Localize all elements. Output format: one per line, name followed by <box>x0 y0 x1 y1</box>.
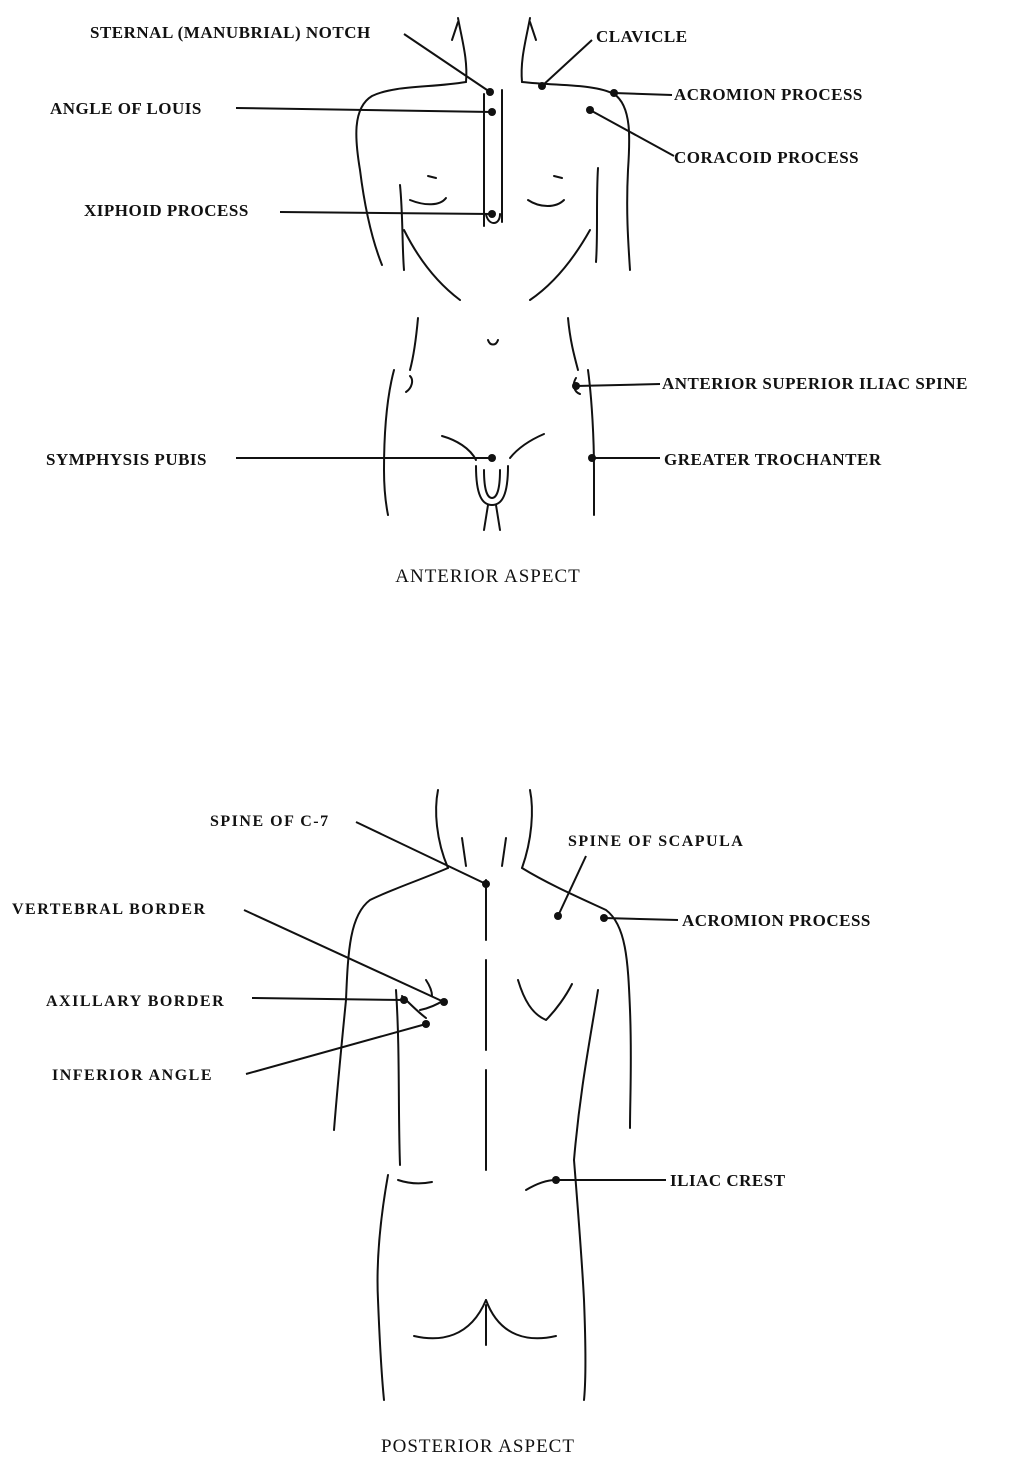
label-spine-of-c7: SPINE OF C-7 <box>210 813 330 830</box>
vertebral-border-dot <box>440 998 448 1006</box>
anterior-body-outline <box>356 18 630 530</box>
label-xiphoid-process: XIPHOID PROCESS <box>84 201 249 220</box>
label-greater-trochanter: GREATER TROCHANTER <box>664 450 882 469</box>
asis-dot <box>572 382 580 390</box>
iliac-crest-dot <box>552 1176 560 1184</box>
angle-of-louis-dot <box>488 108 496 116</box>
label-symphysis-pubis: SYMPHYSIS PUBIS <box>46 450 207 469</box>
spine-of-c7-dot <box>482 880 490 888</box>
label-axillary-border: AXILLARY BORDER <box>46 993 225 1010</box>
label-vertebral-border: VERTEBRAL BORDER <box>12 901 207 918</box>
label-spine-of-scapula: SPINE OF SCAPULA <box>568 833 744 850</box>
label-angle-of-louis: ANGLE OF LOUIS <box>50 99 202 118</box>
posterior-figure: SPINE OF C-7 SPINE OF SCAPULA VERTEBRAL … <box>12 790 871 1457</box>
caption-anterior: ANTERIOR ASPECT <box>395 566 581 587</box>
anterior-figure: STERNAL (MANUBRIAL) NOTCH CLAVICLE ANGLE… <box>46 18 968 587</box>
label-inferior-angle: INFERIOR ANGLE <box>52 1067 213 1084</box>
label-sternal-notch: STERNAL (MANUBRIAL) NOTCH <box>90 23 371 42</box>
label-acromion-process-anterior: ACROMION PROCESS <box>674 85 863 104</box>
acromion-process-posterior-dot <box>600 914 608 922</box>
acromion-process-dot <box>610 89 618 97</box>
anterior-leaders <box>236 34 674 458</box>
axillary-border-dot <box>400 996 408 1004</box>
xiphoid-process-dot <box>488 210 496 218</box>
caption-posterior: POSTERIOR ASPECT <box>381 1436 575 1457</box>
label-clavicle: CLAVICLE <box>596 27 688 46</box>
symphysis-pubis-dot <box>488 454 496 462</box>
label-iliac-crest: ILIAC CREST <box>670 1171 786 1190</box>
label-asis: ANTERIOR SUPERIOR ILIAC SPINE <box>662 374 968 393</box>
label-coracoid-process: CORACOID PROCESS <box>674 148 859 167</box>
sternal-notch-dot <box>486 88 494 96</box>
clavicle-dot <box>538 82 546 90</box>
anterior-landmark-dots <box>486 82 618 462</box>
inferior-angle-dot <box>422 1020 430 1028</box>
label-acromion-process-posterior: ACROMION PROCESS <box>682 911 871 930</box>
posterior-leaders <box>244 822 678 1180</box>
coracoid-process-dot <box>586 106 594 114</box>
spine-of-scapula-dot <box>554 912 562 920</box>
greater-trochanter-dot <box>588 454 596 462</box>
